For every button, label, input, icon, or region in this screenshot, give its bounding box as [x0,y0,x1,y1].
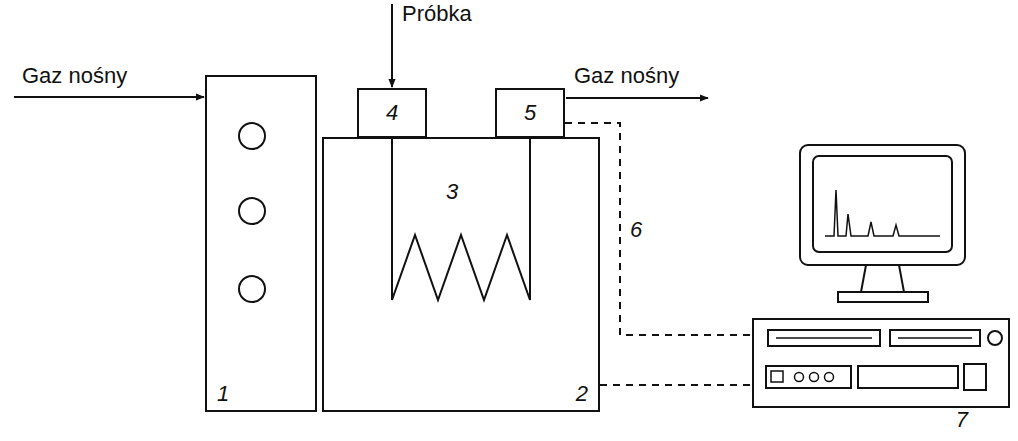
injector: 4 [357,88,427,138]
inlet-arrow [14,96,204,98]
chromatogram [825,190,940,236]
gas-supply-panel: 1 [205,75,317,412]
control-panel [766,366,851,388]
drive-slot [890,330,980,346]
monitor-base [838,292,928,302]
carrier-gas-label: Gaz nośny [22,64,127,88]
signal-line [600,384,752,386]
led [795,373,804,382]
knob [239,198,265,224]
knob [239,276,265,302]
led [810,373,819,382]
computer: 7 [752,318,1010,408]
oven: 2 [322,137,600,412]
monitor-stand [861,265,904,292]
carrier-gas-label: Gaz nośny [574,64,679,88]
callout-number: 1 [217,382,229,406]
callout-number: 4 [386,101,398,125]
knob [239,123,265,149]
detector: 5 [495,88,565,138]
drive-slot [768,330,880,346]
monitor [800,145,965,265]
switch [771,371,783,382]
drive-bay [964,364,986,390]
screen [813,156,952,252]
callout-number: 5 [524,101,536,125]
power-button [988,331,1002,345]
callout-number: 2 [576,382,588,406]
column [392,138,530,300]
drive-slot [898,337,972,339]
sample-arrow [391,4,393,87]
led [825,373,834,382]
callout-number: 3 [446,180,458,204]
sample-label: Próbka [402,2,472,26]
drive-slot [776,337,872,339]
callout-number: 6 [628,218,644,242]
outlet-arrow [566,97,708,99]
drive-bay [858,366,958,388]
signal-line [565,123,752,335]
callout-number: 7 [956,408,968,432]
